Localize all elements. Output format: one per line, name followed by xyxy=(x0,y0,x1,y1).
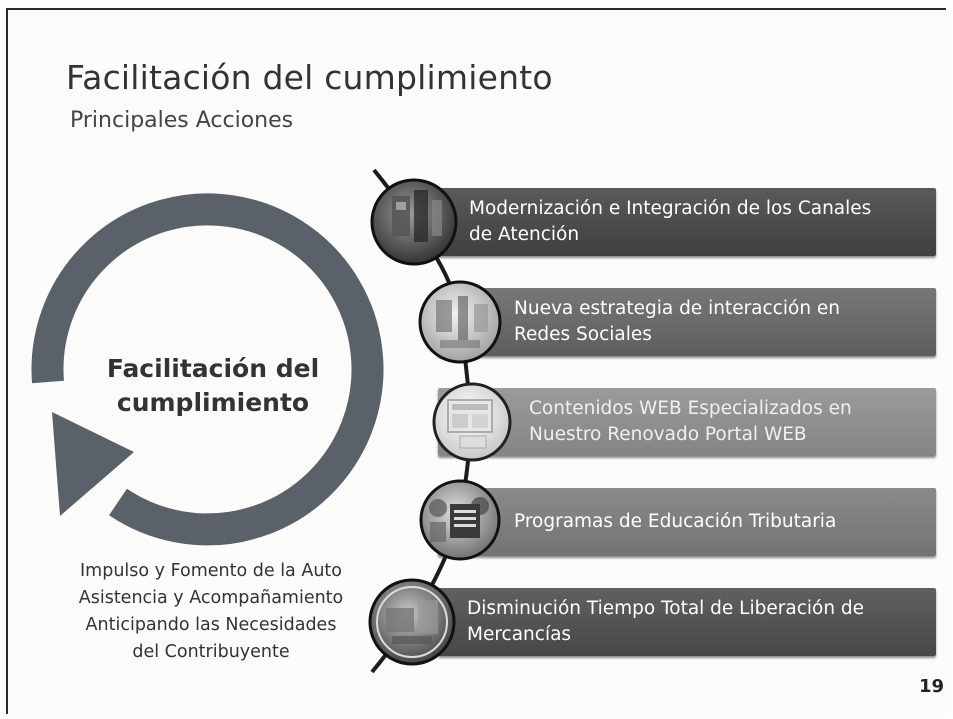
action-2-line1: Nueva estrategia de interacción en xyxy=(514,298,841,319)
social-network-photo-icon xyxy=(418,280,502,364)
action-1-line1: Modernización e Integración de los Canal… xyxy=(469,198,872,219)
action-5-line2: Mercancías xyxy=(467,624,572,645)
action-bar-5: Disminución Tiempo Total de Liberación d… xyxy=(438,588,936,656)
customs-photo-icon xyxy=(368,578,456,666)
office-photo-icon xyxy=(370,178,458,266)
cycle-label-line1: Facilitación del xyxy=(106,354,320,383)
cycle-label-line2: cumplimiento xyxy=(116,388,310,417)
action-bar-4: Programas de Educación Tributaria xyxy=(438,488,936,556)
cycle-label: Facilitación del cumplimiento xyxy=(88,352,338,420)
impulse-text: Impulso y Fomento de la Auto Asistencia … xyxy=(46,558,376,666)
slide-title: Facilitación del cumplimiento xyxy=(66,58,553,97)
action-5-line1: Disminución Tiempo Total de Liberación d… xyxy=(467,598,865,619)
action-bar-1: Modernización e Integración de los Canal… xyxy=(438,188,936,256)
slide-subtitle: Principales Acciones xyxy=(70,108,294,133)
web-portal-photo-icon xyxy=(432,382,512,462)
page-number: 19 xyxy=(919,676,945,697)
impulse-line2: Asistencia y Acompañamiento xyxy=(78,588,344,608)
action-bar-3: Contenidos WEB Especializados en Nuestro… xyxy=(438,388,936,456)
action-2-line2: Redes Sociales xyxy=(514,324,652,345)
action-4-line1: Programas de Educación Tributaria xyxy=(514,511,837,532)
action-1-line2: de Atención xyxy=(469,224,580,245)
education-photo-icon xyxy=(419,479,501,561)
action-3-line1: Contenidos WEB Especializados en xyxy=(529,398,852,419)
action-3-line2: Nuestro Renovado Portal WEB xyxy=(529,424,807,445)
action-bar-2: Nueva estrategia de interacción en Redes… xyxy=(438,288,936,356)
impulse-line1: Impulso y Fomento de la Auto xyxy=(80,561,342,581)
impulse-line4: del Contribuyente xyxy=(132,642,290,662)
impulse-line3: Anticipando las Necesidades xyxy=(85,615,337,635)
